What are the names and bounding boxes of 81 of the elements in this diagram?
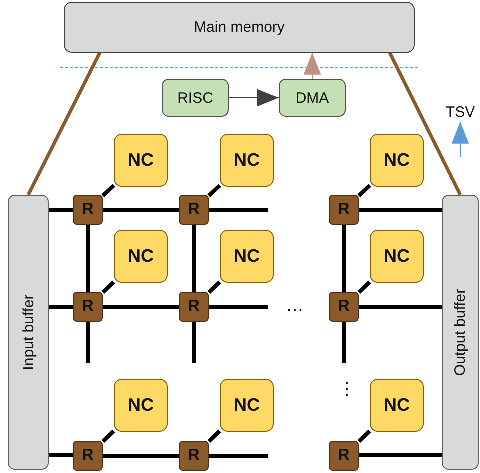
box-label: NC xyxy=(128,246,154,267)
box-label: R xyxy=(82,447,94,465)
box-label: R xyxy=(188,298,200,316)
connector-line xyxy=(209,454,268,458)
box-label: NC xyxy=(234,395,260,416)
connector-line xyxy=(209,305,268,309)
core-box xyxy=(114,134,168,187)
router-box xyxy=(179,195,209,225)
connector-line xyxy=(102,280,116,294)
process-box xyxy=(279,79,346,117)
connector-line xyxy=(208,184,222,198)
box-label: NC xyxy=(128,150,154,171)
box-label: DMA xyxy=(296,90,330,106)
connector-line xyxy=(388,52,462,196)
box-label: Main memory xyxy=(194,19,285,36)
connector-line xyxy=(86,322,90,363)
core-box xyxy=(114,230,168,283)
box-label: R xyxy=(82,298,94,316)
box-label: R xyxy=(338,201,350,219)
box-label: NC xyxy=(384,150,410,171)
box-label: NC xyxy=(234,150,260,171)
box-label: NC xyxy=(234,246,260,267)
connector-line xyxy=(102,184,116,198)
connector-line xyxy=(342,225,346,292)
box-label: RISC xyxy=(178,90,214,106)
connector-line xyxy=(26,52,102,196)
connector-line xyxy=(102,430,116,444)
connector-line xyxy=(359,305,442,309)
box-label: R xyxy=(82,201,94,219)
connector-line xyxy=(192,225,196,292)
core-box xyxy=(220,134,274,187)
connector-line xyxy=(358,184,372,198)
router-box xyxy=(73,292,103,322)
box-label: NC xyxy=(128,395,154,416)
ellipsis-label: ⋮ xyxy=(338,380,348,398)
box-label: NC xyxy=(384,395,410,416)
callout-label: TSV xyxy=(442,103,479,122)
arrow xyxy=(229,89,279,107)
core-box xyxy=(370,379,424,432)
router-box xyxy=(73,441,103,471)
box-label: NC xyxy=(384,246,410,267)
connector-line xyxy=(208,280,222,294)
connector-line xyxy=(103,454,179,458)
core-box xyxy=(114,379,168,432)
connector-line xyxy=(86,225,90,292)
buffer-bar xyxy=(442,195,479,470)
core-box xyxy=(220,230,274,283)
buffer-label: Input buffer xyxy=(20,294,37,370)
router-box xyxy=(329,441,359,471)
connector-line xyxy=(358,280,372,294)
buffer-label: Output buffer xyxy=(452,288,469,376)
core-box xyxy=(220,379,274,432)
connector-line xyxy=(49,208,73,212)
connector-line xyxy=(103,208,179,212)
buffer-bar xyxy=(8,195,49,470)
arrow xyxy=(452,122,470,157)
connector-line xyxy=(103,305,179,309)
core-box xyxy=(370,134,424,187)
router-box xyxy=(73,195,103,225)
connector-line xyxy=(192,322,196,363)
connector-line xyxy=(208,430,222,444)
box-label: R xyxy=(188,201,200,219)
connector-line xyxy=(359,208,442,212)
router-box xyxy=(179,292,209,322)
connector-line xyxy=(358,430,372,444)
box-label: R xyxy=(338,298,350,316)
core-box xyxy=(370,230,424,283)
arrow xyxy=(304,53,322,79)
connector-line xyxy=(209,208,268,212)
router-box xyxy=(179,441,209,471)
connector-line xyxy=(342,322,346,363)
memory-box xyxy=(64,2,415,53)
box-label: R xyxy=(188,447,200,465)
box-label: R xyxy=(338,447,350,465)
process-box xyxy=(162,79,229,117)
router-box xyxy=(329,195,359,225)
connector-line xyxy=(49,454,73,458)
connector-line xyxy=(359,454,442,458)
connector-line xyxy=(49,305,73,309)
router-box xyxy=(329,292,359,322)
ellipsis-label: … xyxy=(286,296,304,314)
